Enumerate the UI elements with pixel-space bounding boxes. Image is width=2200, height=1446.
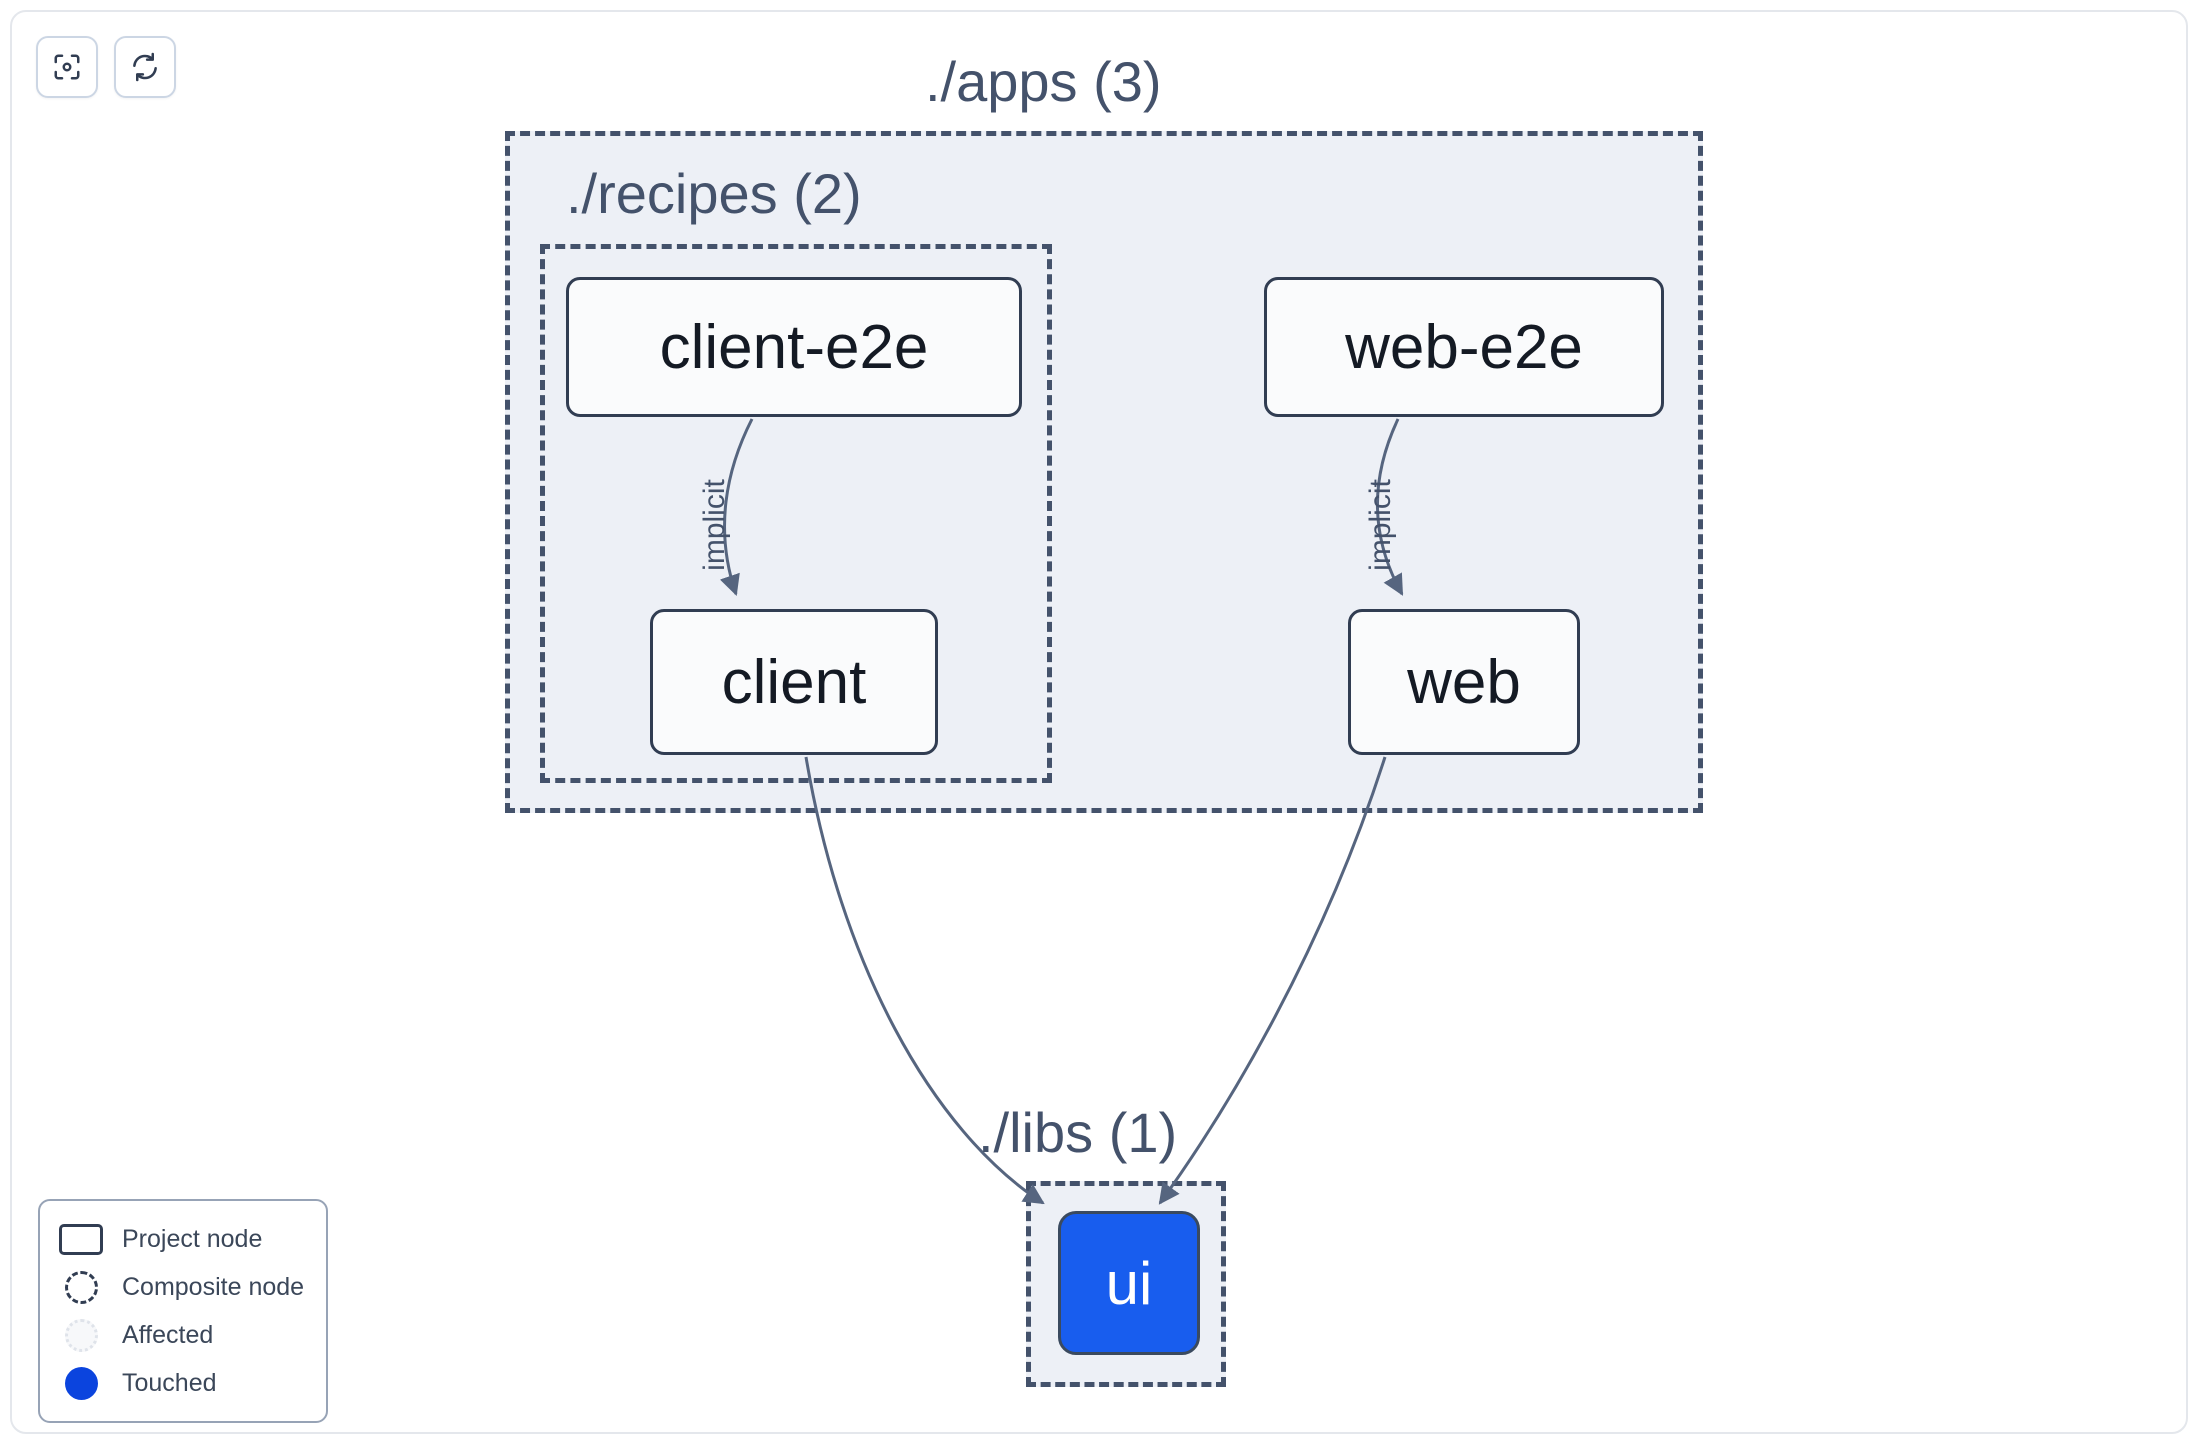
legend-item-project-node: Project node bbox=[58, 1215, 308, 1263]
node-web[interactable]: web bbox=[1348, 609, 1580, 755]
affected-swatch-icon bbox=[58, 1318, 104, 1352]
project-node-swatch-icon bbox=[58, 1222, 104, 1256]
group-recipes-label: ./recipes (2) bbox=[566, 162, 862, 225]
graph-legend: Project node Composite node Affected Tou… bbox=[38, 1199, 328, 1423]
composite-node-swatch-icon bbox=[58, 1270, 104, 1304]
legend-label-touched: Touched bbox=[122, 1368, 217, 1397]
edge-client-to-ui bbox=[804, 756, 1045, 1205]
node-ui[interactable]: ui bbox=[1058, 1211, 1200, 1355]
refresh-graph-button[interactable] bbox=[114, 36, 176, 98]
focus-graph-button[interactable] bbox=[36, 36, 98, 98]
edge-web-e2e-to-web bbox=[1376, 418, 1404, 596]
legend-item-composite-node: Composite node bbox=[58, 1263, 308, 1311]
legend-item-affected: Affected bbox=[58, 1311, 308, 1359]
group-libs-label: ./libs (1) bbox=[978, 1101, 1178, 1164]
legend-label-composite-node: Composite node bbox=[122, 1272, 305, 1301]
touched-swatch-icon bbox=[58, 1366, 104, 1400]
edge-web-to-ui bbox=[1158, 756, 1387, 1205]
group-apps-label: ./apps (3) bbox=[925, 50, 1162, 113]
legend-label-project-node: Project node bbox=[122, 1224, 263, 1253]
legend-item-touched: Touched bbox=[58, 1359, 308, 1407]
edge-label-implicit-web: implicit bbox=[1363, 479, 1397, 571]
legend-label-affected: Affected bbox=[122, 1320, 214, 1349]
refresh-icon bbox=[130, 52, 160, 82]
node-client[interactable]: client bbox=[650, 609, 938, 755]
edge-label-implicit-client: implicit bbox=[697, 479, 731, 571]
graph-toolbar bbox=[36, 36, 176, 98]
edge-client-e2e-to-client bbox=[719, 418, 754, 596]
focus-target-icon bbox=[52, 52, 82, 82]
node-web-e2e[interactable]: web-e2e bbox=[1264, 277, 1664, 417]
node-client-e2e[interactable]: client-e2e bbox=[566, 277, 1022, 417]
